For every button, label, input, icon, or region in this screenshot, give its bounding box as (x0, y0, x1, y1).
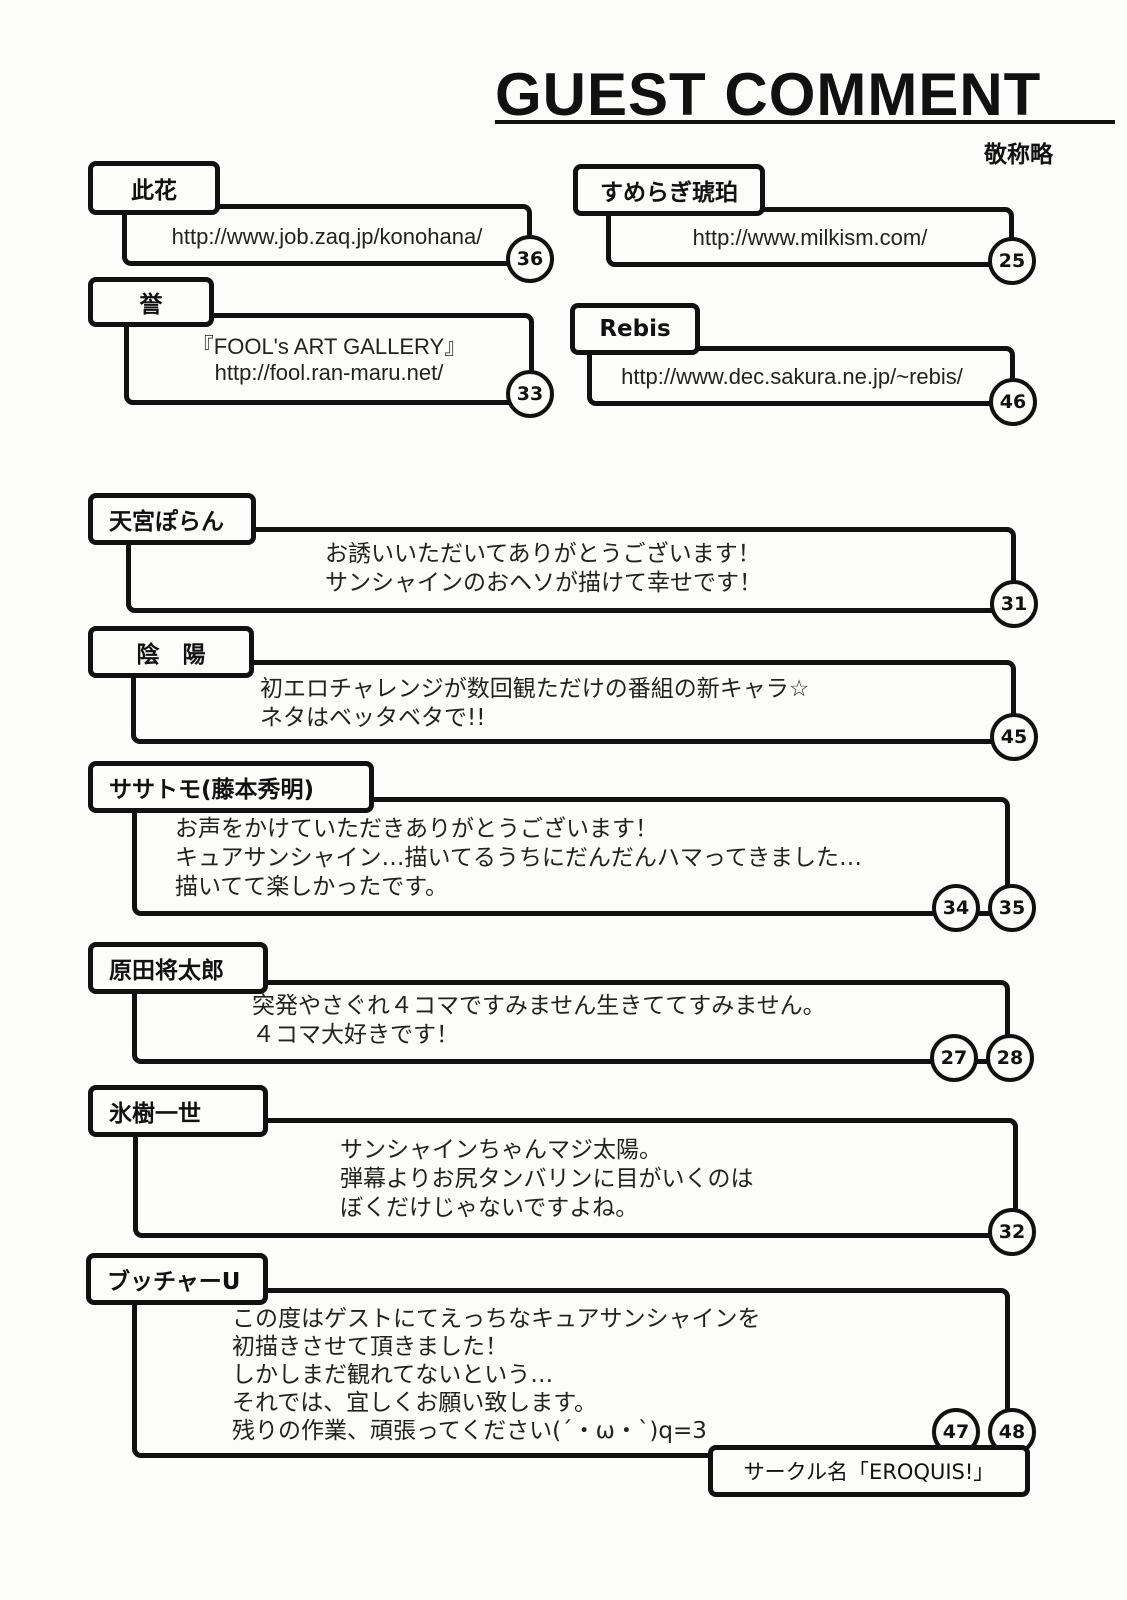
author-tag: ブッチャーU (86, 1253, 268, 1305)
author-tag: ササトモ(藤本秀明) (88, 761, 374, 813)
url-text[interactable]: http://www.milkism.com/ (692, 225, 928, 250)
author-tag: 天宮ぽらん (88, 493, 256, 545)
author-tag: 原田将太郎 (88, 942, 268, 994)
page-number-badge: 36 (506, 235, 554, 283)
page-number-badge: 28 (986, 1034, 1034, 1082)
honorifics-note: 敬称略 (984, 142, 1053, 168)
comment-text: お声をかけていただきありがとうございます！ キュアサンシャイン…描いてるうちにだ… (175, 816, 863, 900)
url-box (587, 346, 1015, 406)
comment-box (131, 660, 1016, 744)
page-number-badge: 46 (989, 378, 1037, 426)
url-text[interactable]: http://fool.ran-maru.net/ (214, 360, 444, 385)
comment-box (126, 527, 1016, 613)
author-tag: 此花 (88, 161, 220, 215)
page-number-badge: 35 (988, 884, 1036, 932)
page-number-badge: 45 (990, 713, 1038, 761)
comment-box (132, 797, 1010, 916)
comment-text: この度はゲストにてえっちなキュアサンシャインを 初描きさせて頂きました！ しかし… (232, 1306, 761, 1444)
page-number-badge: 33 (506, 370, 554, 418)
url-text[interactable]: http://www.dec.sakura.ne.jp/~rebis/ (621, 364, 963, 389)
comment-text: お誘いいただいてありがとうございます！ サンシャインのおヘソが描けて幸せです！ (325, 541, 762, 596)
author-tag: すめらぎ琥珀 (573, 164, 765, 216)
title-underline (495, 120, 1115, 124)
url-text[interactable]: http://www.job.zaq.jp/konohana/ (171, 224, 483, 249)
url-box (124, 313, 534, 405)
author-tag: 陰 陽 (88, 626, 254, 678)
author-tag: 誉 (88, 277, 214, 327)
comment-text: 突発やさぐれ４コマですみません生きててすみません。 ４コマ大好きです！ (252, 993, 826, 1048)
comment-box (132, 980, 1010, 1064)
page-number-badge: 32 (988, 1208, 1036, 1256)
page-number-badge: 34 (932, 884, 980, 932)
url-text: 『FOOL's ART GALLERY』 (191, 334, 467, 359)
page-number-badge: 25 (988, 237, 1036, 285)
page-title: GUEST COMMENT (495, 61, 1042, 128)
circle-name-tag: サークル名「EROQUIS!」 (708, 1445, 1030, 1497)
comment-text: サンシャインちゃんマジ太陽。 弾幕よりお尻タンバリンに目がいくのは ぼくだけじゃ… (340, 1137, 754, 1221)
author-tag: Rebis (570, 303, 700, 355)
comment-box (133, 1118, 1018, 1238)
page-number-badge: 27 (930, 1034, 978, 1082)
comment-text: 初エロチャレンジが数回観ただけの番組の新キャラ☆ ネタはベッタベタで!! (260, 676, 810, 731)
author-tag: 氷樹一世 (88, 1085, 268, 1137)
url-box (606, 207, 1014, 267)
page-number-badge: 31 (990, 580, 1038, 628)
comment-box (132, 1288, 1010, 1458)
